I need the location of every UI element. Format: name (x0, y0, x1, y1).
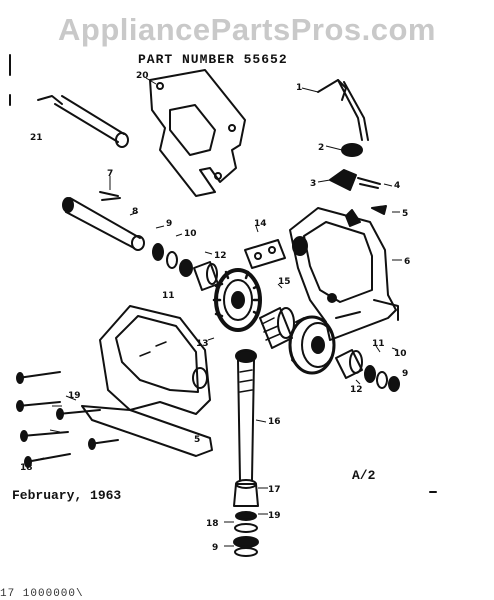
callout-4: 4 (394, 181, 400, 191)
callout-19-bottom: 19 (268, 511, 281, 521)
callout-19: 19 (68, 391, 81, 401)
part-5-housing-left (81, 305, 213, 457)
callout-1: 1 (296, 83, 302, 93)
part-9-10-washers-right (364, 365, 400, 392)
part-7-pin (99, 191, 121, 201)
callout-5-top: 5 (402, 209, 408, 219)
callout-9-right: 9 (402, 369, 408, 379)
part-6-housing-right (289, 207, 399, 341)
callout-8: 8 (132, 207, 138, 217)
bottom-code: 17 1000000\ (0, 588, 84, 600)
callout-20: 20 (136, 71, 149, 81)
callout-14: 14 (254, 219, 267, 229)
callout-18-bottom: 18 (206, 519, 219, 529)
callout-6: 6 (404, 257, 410, 267)
part-3-clip (329, 169, 357, 191)
part-9-10-washers (152, 243, 193, 277)
part-14-bracket (244, 239, 286, 269)
callout-11-left: 11 (162, 291, 175, 301)
part-17-coupling (233, 479, 259, 507)
callout-10-left: 10 (184, 229, 197, 239)
callout-7: 7 (107, 169, 113, 179)
callout-18-left: 18 (20, 463, 33, 473)
part-20-gasket (149, 69, 246, 197)
part-4-screw (357, 177, 381, 189)
part-19-bolts (16, 371, 119, 468)
part-18-19-9-stack (233, 511, 259, 557)
callout-21: 21 (30, 133, 43, 143)
callout-10-right: 10 (394, 349, 407, 359)
part-8-shaft (62, 197, 145, 251)
callout-3: 3 (310, 179, 316, 189)
callout-16: 16 (268, 417, 281, 427)
part-5-fastener (345, 205, 387, 227)
callout-12-left: 12 (214, 251, 227, 261)
callout-5-housing: 5 (194, 435, 200, 445)
callout-12-right: 12 (350, 385, 363, 395)
issue-date: February, 1963 (12, 488, 122, 503)
plate-code: A/2 (352, 468, 376, 483)
callout-9-bottom: 9 (212, 543, 218, 553)
part-21-rod (37, 95, 129, 148)
callout-13: 13 (196, 339, 209, 349)
part-12-bushing (193, 261, 219, 291)
callout-2: 2 (318, 143, 324, 153)
part-2-nut (341, 143, 363, 157)
part-16-vertical-shaft (235, 349, 257, 481)
part-1-spring-lever (317, 79, 369, 141)
part-11-bushing-right (335, 349, 363, 379)
callout-15: 15 (278, 277, 291, 287)
part-13-gear (212, 268, 262, 332)
callout-17: 17 (268, 485, 281, 495)
part-pulley (288, 315, 336, 375)
callout-9-left: 9 (166, 219, 172, 229)
callout-11-right: 11 (372, 339, 385, 349)
diagram-title: PART NUMBER 55652 (138, 52, 288, 67)
watermark: AppliancePartsPros.com (58, 12, 436, 47)
